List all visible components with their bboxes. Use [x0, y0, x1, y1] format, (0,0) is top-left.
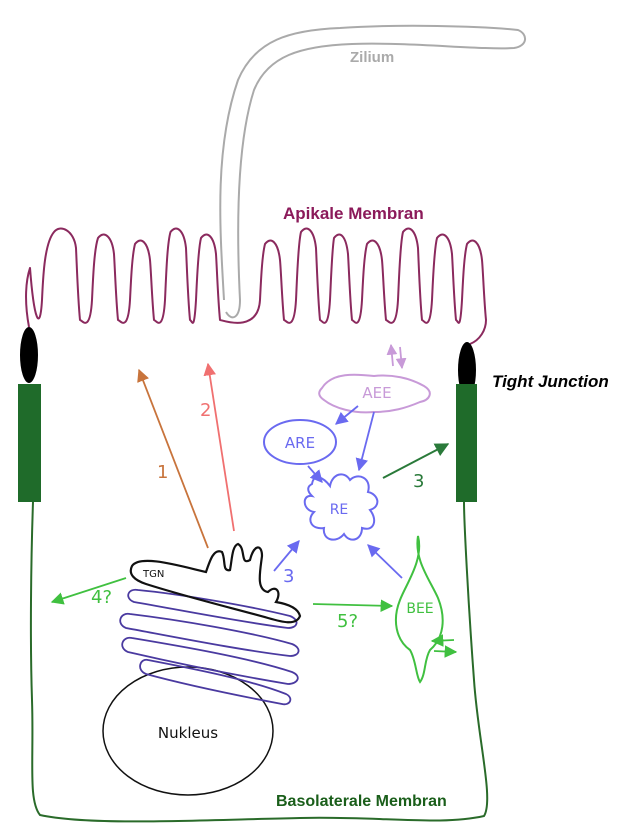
are-label: ARE	[285, 434, 315, 452]
route-1-arrow	[139, 370, 208, 548]
cilium	[220, 26, 525, 318]
bee-to-basolateral-arrow	[434, 651, 456, 652]
cilium-label: Zilium	[350, 49, 394, 66]
route-3-golgi-label: 3	[283, 566, 294, 587]
tight-junction-label: Tight Junction	[492, 372, 609, 391]
bee-to-re-arrow	[368, 545, 402, 578]
apical-membrane-label: Apikale Membran	[283, 204, 424, 223]
route-2-arrow	[208, 364, 234, 531]
route-5-arrow	[313, 604, 392, 606]
basolateral-to-bee-arrow	[432, 640, 454, 641]
re-label: RE	[330, 502, 349, 518]
route-4-label: 4?	[91, 587, 112, 608]
route-1-label: 1	[157, 462, 168, 483]
bee-label: BEE	[406, 601, 433, 617]
tight-junction-left	[18, 327, 41, 502]
route-5-label: 5?	[337, 611, 358, 632]
aee-to-re-arrow	[359, 412, 374, 470]
tgn-label: TGN	[142, 569, 164, 580]
apical-to-aee-arrow	[400, 347, 402, 368]
apical-membrane	[26, 229, 486, 344]
aee-to-apical-arrow	[391, 345, 393, 366]
route-4-arrow	[52, 578, 126, 602]
basolateral-membrane-label: Basolaterale Membran	[276, 793, 447, 810]
route-2-label: 2	[200, 400, 211, 421]
tight-junction-right	[456, 342, 477, 502]
aee-label: AEE	[362, 384, 391, 402]
route-3-junction-label: 3	[413, 471, 424, 492]
nucleus-label: Nukleus	[158, 724, 218, 742]
trans-golgi-network	[131, 544, 300, 622]
